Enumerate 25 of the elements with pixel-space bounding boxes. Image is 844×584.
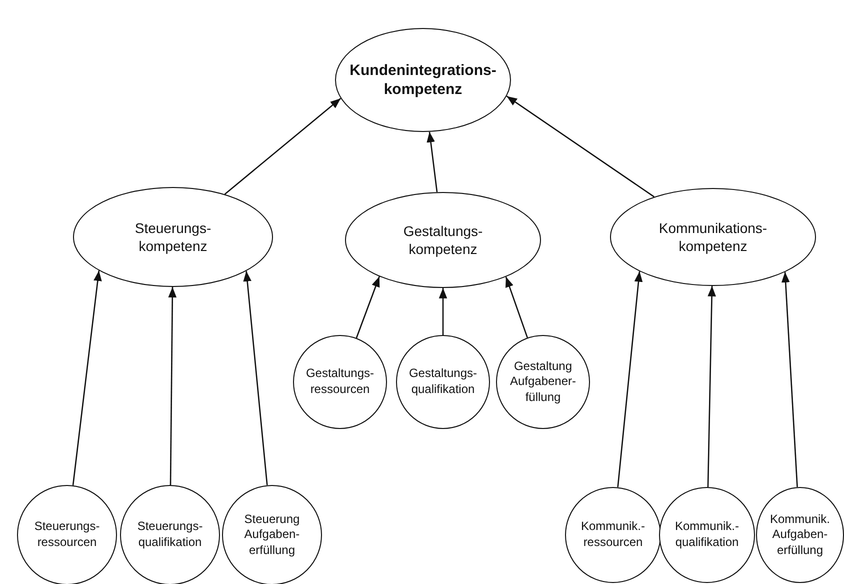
node-label: Gestaltung Aufgabener- füllung <box>508 358 578 406</box>
arrow <box>438 288 448 335</box>
arrow <box>617 271 643 488</box>
arrow <box>243 270 268 486</box>
node-label: Kommunik.- qualifikation <box>674 519 740 551</box>
node-label: Steuerungs- kompetenz <box>134 218 212 256</box>
arrow <box>426 132 438 192</box>
arrow <box>72 270 102 486</box>
arrow <box>707 286 716 488</box>
node-label: Kommunik. Aufgaben- erfüllung <box>768 512 832 558</box>
arrow <box>781 272 798 488</box>
node-label: Steuerung Aufgaben- erfüllung <box>243 512 301 558</box>
node-label: Kundenintegrations- kompetenz <box>348 60 498 100</box>
node-label: Gestaltungs- kompetenz <box>402 222 484 258</box>
arrow <box>168 287 177 486</box>
arrow <box>505 276 528 338</box>
arrow <box>356 276 380 338</box>
node-label: Gestaltungs- ressourcen <box>304 366 376 398</box>
arrow <box>506 96 654 198</box>
node-label: Kommunikations- kompetenz <box>658 218 768 256</box>
node-label: Kommunik.- ressourcen <box>580 519 646 551</box>
node-label: Steuerungs- ressourcen <box>33 519 101 551</box>
arrow <box>224 98 342 195</box>
node-label: Steuerungs- qualifikation <box>136 519 204 551</box>
node-label: Gestaltungs- qualifikation <box>408 366 478 398</box>
